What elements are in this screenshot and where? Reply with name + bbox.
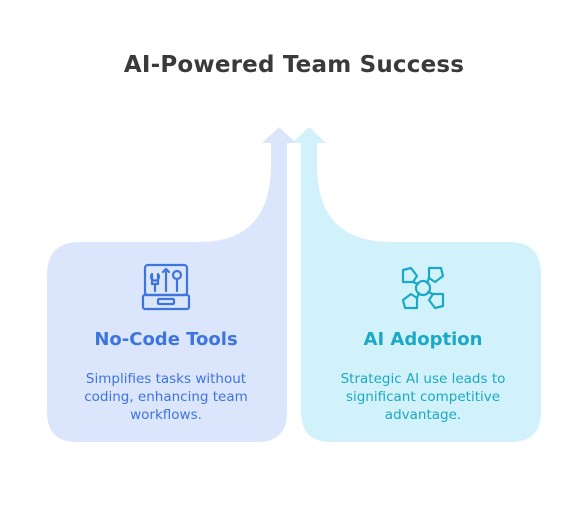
collaboration-hands-icon	[401, 266, 445, 310]
toolbox-icon	[141, 263, 191, 311]
diagram-title: AI-Powered Team Success	[123, 52, 465, 78]
card-description: Simplifies tasks without coding, enhanci…	[84, 371, 248, 423]
card-no-code-tools: No-Code Tools Simplifies tasks without c…	[47, 262, 285, 424]
card-heading: No-Code Tools	[94, 329, 238, 350]
card-heading: AI Adoption	[363, 329, 483, 350]
card-description: Strategic AI use leads to significant co…	[340, 371, 506, 423]
card-ai-adoption: AI Adoption Strategic AI use leads to si…	[304, 262, 542, 424]
left-card-arrow-shape	[47, 127, 296, 442]
